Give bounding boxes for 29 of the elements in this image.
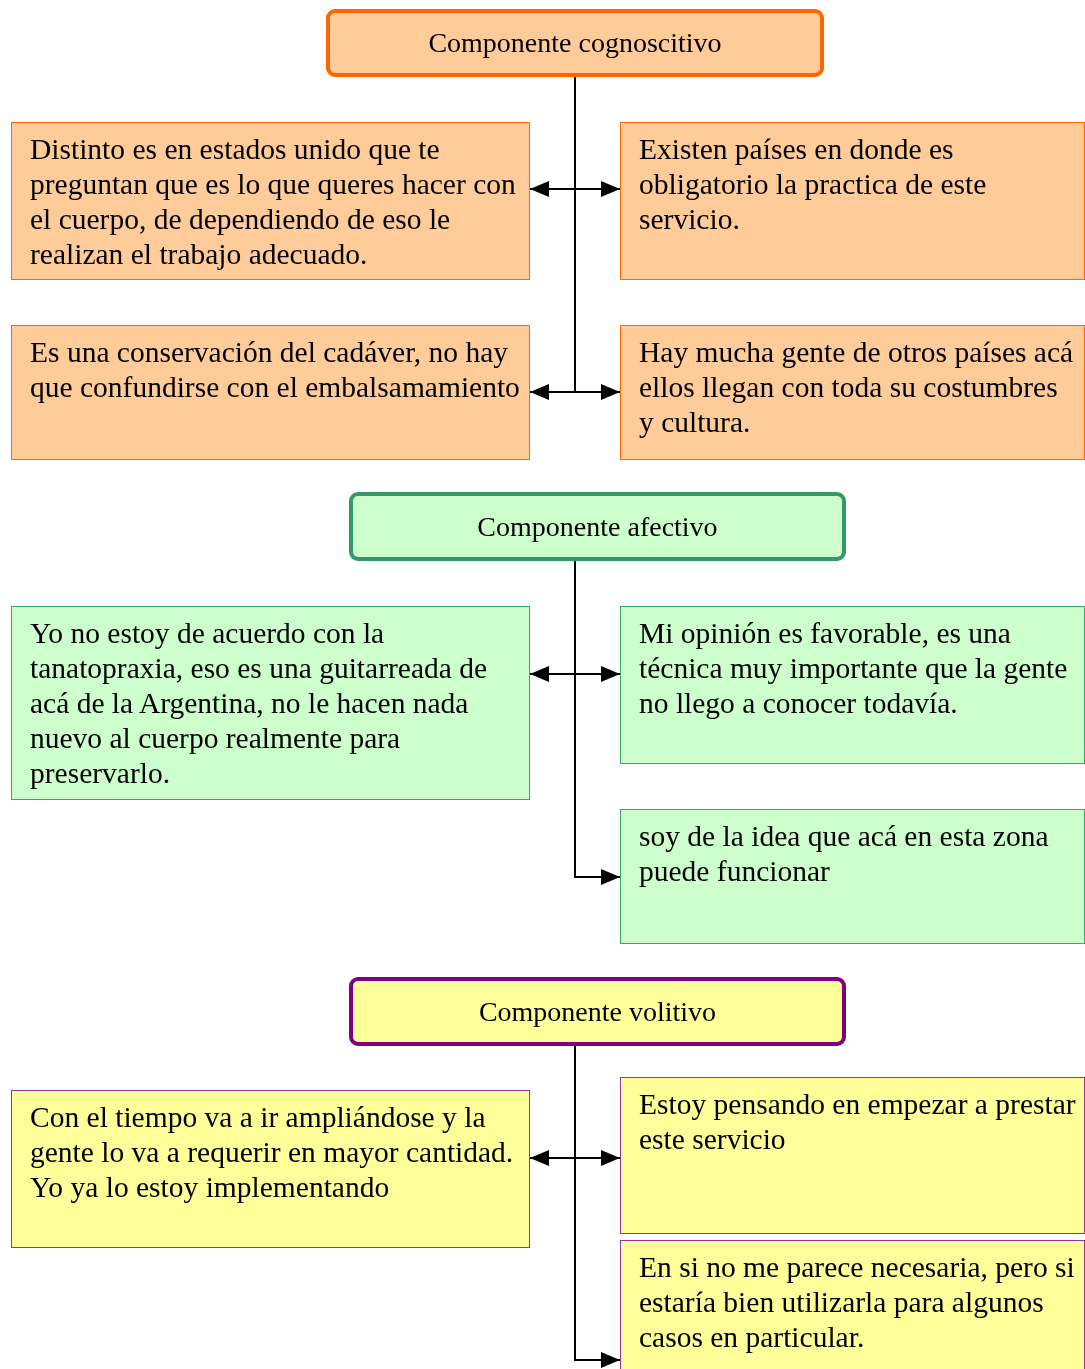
header-box [326,9,824,77]
text-box [11,1090,530,1248]
text-box [620,1077,1085,1234]
box-text: En si no me parece necesaria, pero si estaría bien utilizarla para algunos casos en particular. [639,1251,1075,1353]
header-text: Componente volitivo [478,995,717,1028]
arrow [574,560,621,885]
text-box [11,325,530,460]
text-box [620,606,1085,764]
header-text: Componente cognoscitivo [428,27,722,59]
header-text: Componente afectivo [477,510,718,543]
text-box [620,1240,1085,1369]
header-box [349,492,846,561]
text-box [620,325,1085,460]
box-text: Existen países en donde es obligatorio la practica de este servicio. [639,133,987,235]
arrow [574,1045,621,1368]
box-text: Distinto es en estados unido que te preguntan que es lo que queres hacer con el cuerpo, de dependiendo de eso le realizan el trabajo adecuado. [30,133,516,270]
box-text: Es una conservación del cadáver, no hay que confundirse con el embalsamamiento [30,336,520,403]
box-text: Yo no estoy de acuerdo con la tanatopraxia, eso es una guitarreada de acá de la Argentina, no le hacen nada nuevo al cuerpo realmente para preservarlo. [30,617,488,789]
arrow [574,76,621,400]
text-box [620,809,1085,944]
box-text: Mi opinión es favorable, es una técnica muy importante que la gente no llego a conocer todavía. [639,617,1068,719]
header-box [349,977,846,1046]
text-box [620,122,1085,280]
text-box [11,606,530,800]
box-text: Estoy pensando en empezar a prestar este servicio [639,1088,1076,1155]
box-text: Hay mucha gente de otros países acá ellos llegan con toda su costumbres y cultura. [639,336,1074,438]
box-text: Con el tiempo va a ir ampliándose y la gente lo va a requerir en mayor cantidad. Yo ya lo estoy implementando [30,1101,514,1203]
box-text: soy de la idea que acá en esta zona puede funcionar [639,820,1049,887]
text-box [11,122,530,280]
